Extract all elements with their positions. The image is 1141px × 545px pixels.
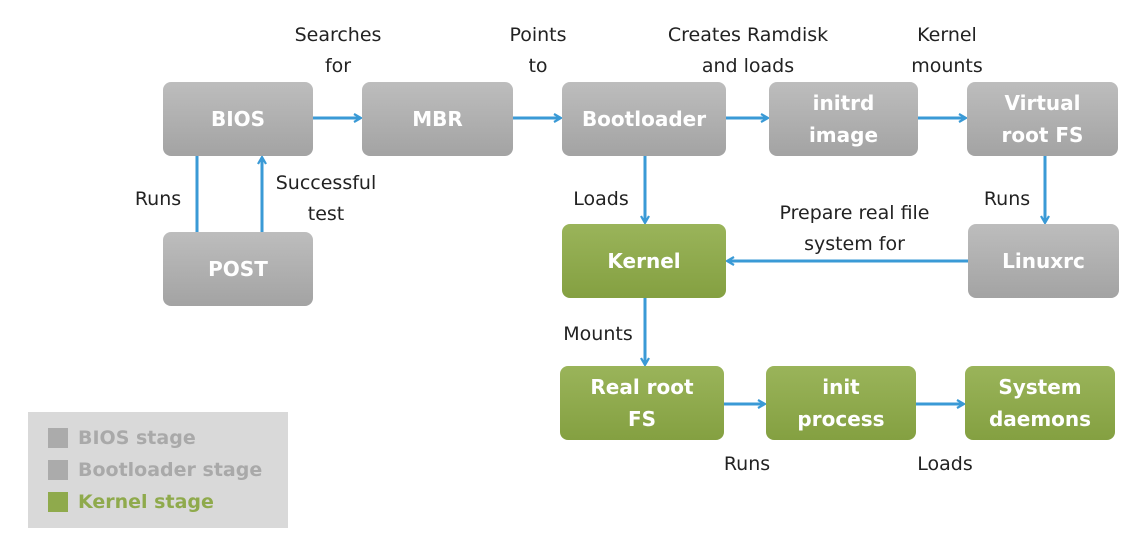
node-bios: BIOS: [163, 82, 313, 156]
label-searches-for: Searches for: [294, 24, 382, 77]
legend-item-bootloader: Bootloader stage: [48, 458, 262, 482]
legend-swatch-kernel: [48, 492, 68, 512]
legend-label-bootloader: Bootloader stage: [78, 459, 263, 481]
node-linuxrc: Linuxrc: [968, 224, 1119, 298]
label-creates-ramdisk: Creates Ramdisk and loads: [667, 24, 829, 77]
node-real-root-fs: Real root FS: [560, 366, 724, 440]
node-initrd-image: initrd image: [769, 82, 918, 156]
label-loads-kernel: Loads: [573, 188, 629, 210]
node-bootloader: Bootloader: [562, 82, 726, 156]
node-system-daemons: System daemons: [965, 366, 1115, 440]
label-successful-test: Successful test: [275, 172, 377, 225]
legend: BIOS stage Bootloader stage Kernel stage: [28, 412, 288, 528]
node-init-process: init process: [766, 366, 916, 440]
label-runs-init: Runs: [723, 453, 771, 475]
node-virtual-root-fs: Virtual root FS: [967, 82, 1118, 156]
legend-item-bios: BIOS stage: [48, 426, 196, 450]
label-kernel-mounts: Kernel mounts: [911, 24, 983, 77]
label-runs-post: Runs: [134, 188, 182, 210]
legend-label-kernel: Kernel stage: [78, 491, 214, 513]
label-points-to: Points to: [509, 24, 567, 77]
legend-swatch-bios: [48, 428, 68, 448]
label-runs-linuxrc: Runs: [983, 188, 1031, 210]
legend-swatch-bootloader: [48, 460, 68, 480]
label-loads-daemons: Loads: [917, 453, 973, 475]
label-prepare-real-fs: Prepare real file system for: [779, 202, 930, 255]
node-post: POST: [163, 232, 313, 306]
legend-item-kernel: Kernel stage: [48, 490, 214, 514]
label-mounts: Mounts: [563, 323, 633, 345]
node-kernel: Kernel: [562, 224, 726, 298]
node-mbr: MBR: [362, 82, 513, 156]
legend-label-bios: BIOS stage: [78, 427, 196, 449]
